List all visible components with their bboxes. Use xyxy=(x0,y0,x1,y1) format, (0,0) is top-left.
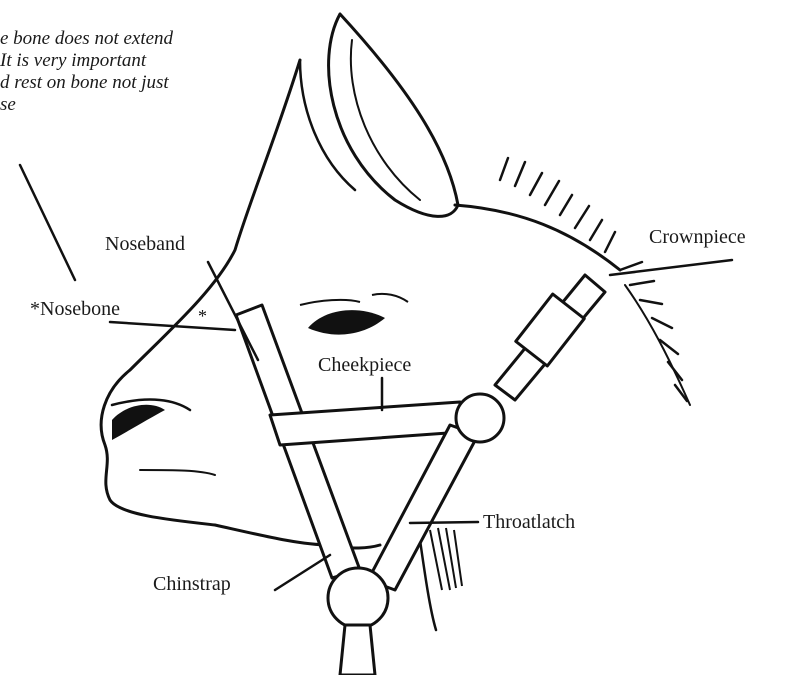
label-cheekpiece: Cheekpiece xyxy=(318,354,411,377)
note-line: se xyxy=(0,94,270,116)
note-leader xyxy=(20,165,75,280)
front-ear xyxy=(329,14,458,216)
eye xyxy=(308,310,385,334)
nostril xyxy=(112,405,165,440)
label-nosebone: *Nosebone xyxy=(30,298,120,321)
throatlatch-leader xyxy=(410,522,478,523)
label-chinstrap: Chinstrap xyxy=(153,573,231,596)
note-line: d rest on bone not just xyxy=(0,72,270,94)
chin-ring xyxy=(328,568,388,628)
note-line: It is very important xyxy=(0,50,270,72)
label-noseband: Noseband xyxy=(105,233,185,256)
back-ear xyxy=(300,60,355,190)
label-throatlatch: Throatlatch xyxy=(483,511,575,534)
cheek-ring xyxy=(456,394,504,442)
lead-clip xyxy=(340,625,375,675)
label-crownpiece: Crownpiece xyxy=(649,226,746,249)
nosebone-star: * xyxy=(198,306,207,326)
note-text: e bone does not extend It is very import… xyxy=(0,28,270,116)
note-line: e bone does not extend xyxy=(0,28,270,50)
chinstrap-leader xyxy=(275,555,330,590)
